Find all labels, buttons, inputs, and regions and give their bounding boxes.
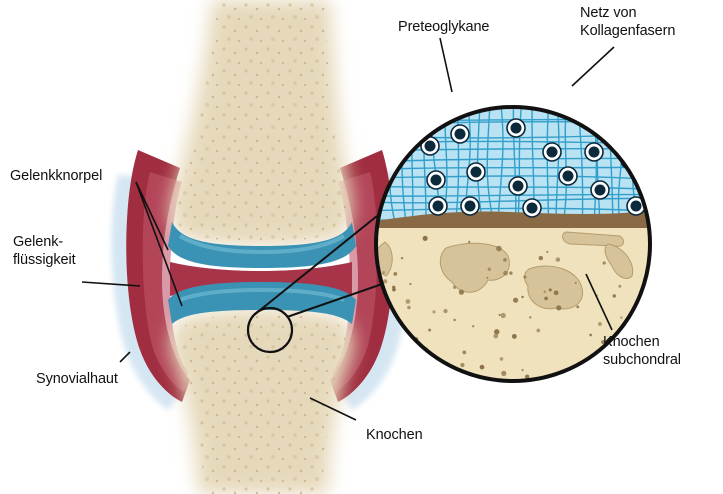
label-proteoglycans: Preteoglykane <box>398 18 489 36</box>
label-collagen-network: Netz von Kollagenfasern <box>580 4 675 40</box>
proteoglycan-dot <box>429 197 447 215</box>
proteoglycan-dot <box>523 199 541 217</box>
proteoglycan-dot <box>559 167 577 185</box>
lower-bone <box>171 309 353 494</box>
proteoglycan-dot <box>427 171 445 189</box>
label-synovial-fluid: Gelenk- flüssigkeit <box>13 233 76 269</box>
label-subchondral-bone: Knochen subchondral <box>603 333 681 369</box>
proteoglycan-dot <box>591 181 609 199</box>
proteoglycan-dot <box>509 177 527 195</box>
proteoglycan-dot <box>627 121 645 139</box>
proteoglycan-dot <box>461 197 479 215</box>
upper-bone <box>171 0 352 246</box>
proteoglycan-dot <box>417 101 435 119</box>
label-bone: Knochen <box>366 426 423 444</box>
proteoglycan-dot <box>586 81 604 99</box>
proteoglycan-dot <box>543 143 561 161</box>
proteoglycan-dot <box>585 143 603 161</box>
proteoglycan-dot <box>479 85 497 103</box>
proteoglycan-dot <box>507 119 525 137</box>
proteoglycan-dot <box>603 113 621 131</box>
label-articular-cartilage: Gelenkknorpel <box>10 167 102 185</box>
proteoglycan-dot <box>467 163 485 181</box>
proteoglycan-dot <box>451 125 469 143</box>
label-synovial-membrane: Synovialhaut <box>36 370 118 388</box>
proteoglycan-dot <box>499 63 517 81</box>
